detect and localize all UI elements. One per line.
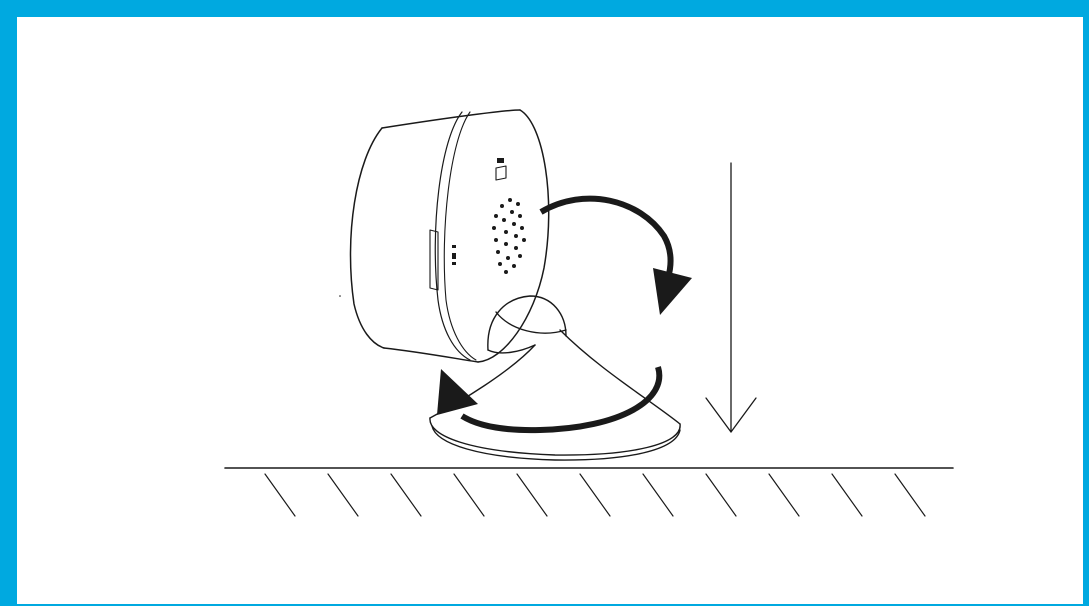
ball-joint [487, 295, 567, 354]
frame-border-right [1083, 0, 1089, 606]
speaker-grille [492, 198, 526, 274]
frame-border-bottom [0, 604, 1089, 606]
status-indicators [339, 158, 507, 297]
frame-border-left [0, 0, 17, 606]
rotate-base-arrow [437, 366, 663, 434]
camera-body [349, 109, 550, 363]
press-down-arrow [705, 162, 757, 433]
frame-border-top [0, 0, 1089, 17]
illustration-canvas [17, 17, 1083, 604]
rotate-down-arrow [539, 195, 692, 315]
floor-hatching [264, 473, 926, 517]
